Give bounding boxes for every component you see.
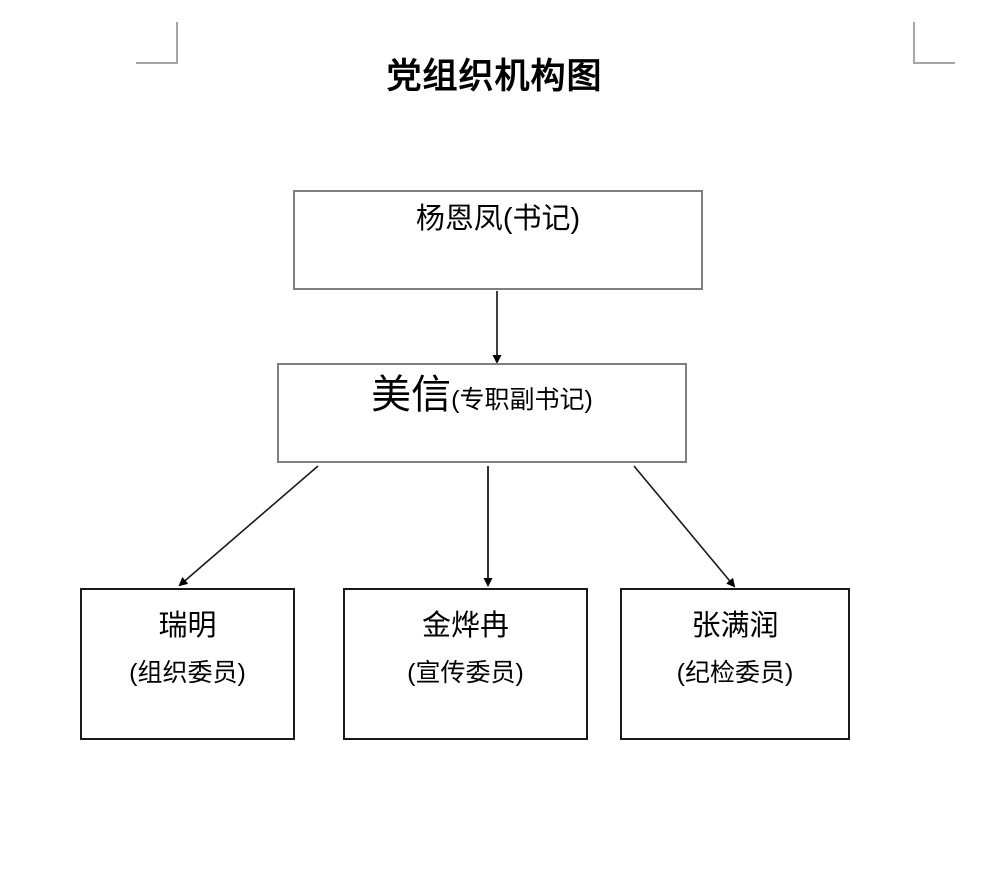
node-discipline-member-name: 张满润 <box>691 610 779 642</box>
connector-deputy-to-org-member <box>178 465 319 587</box>
node-discipline-member-role: (纪检委员) <box>676 659 794 687</box>
node-discipline-member[interactable]: 张满润 (纪检委员) <box>620 588 850 740</box>
top-left-margin-mark <box>136 22 178 64</box>
top-right-margin-mark <box>913 22 955 64</box>
node-org-member[interactable]: 瑞明 (组织委员) <box>80 588 295 740</box>
node-secretary-label: 杨恩凤(书记) <box>415 203 581 235</box>
node-deputy-role: (专职副书记) <box>451 386 593 414</box>
node-deputy-name: 美信 <box>371 373 452 417</box>
node-org-member-name: 瑞明 <box>158 610 217 642</box>
node-secretary[interactable]: 杨恩凤(书记) <box>293 190 703 290</box>
node-deputy-secretary[interactable]: 美信 (专职副书记) <box>277 363 687 463</box>
node-publicity-member-name: 金烨冉 <box>421 610 509 642</box>
page-title: 党组织机构图 <box>386 57 603 96</box>
node-publicity-member-role: (宣传委员) <box>407 659 524 687</box>
node-publicity-member[interactable]: 金烨冉 (宣传委员) <box>343 588 588 740</box>
connector-deputy-to-discipline-member <box>633 465 736 588</box>
node-org-member-role: (组织委员) <box>129 659 246 687</box>
